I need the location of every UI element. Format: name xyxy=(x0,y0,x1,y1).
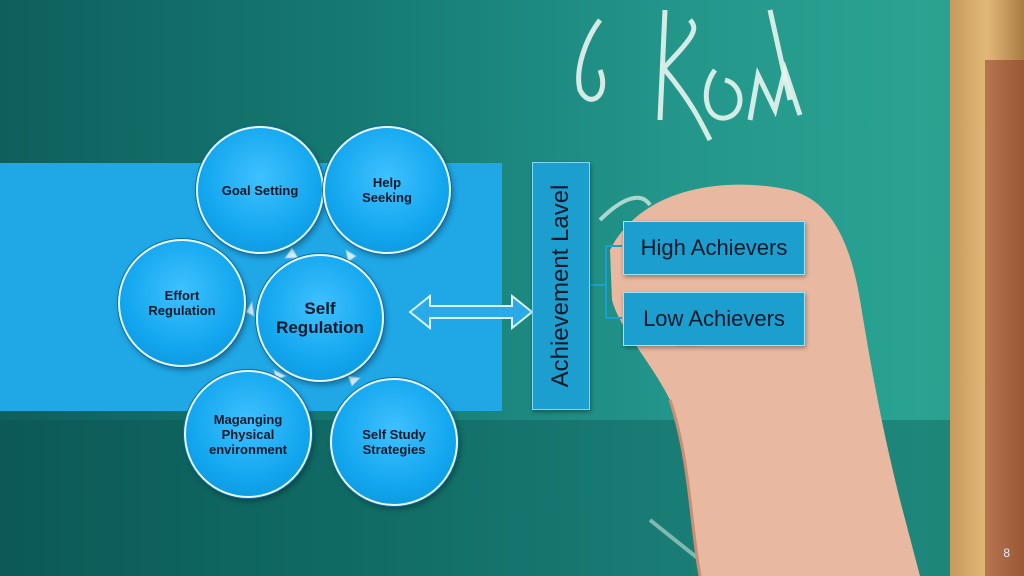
low-achievers-box: Low Achievers xyxy=(623,292,805,346)
page-number: 8 xyxy=(1003,546,1010,560)
node-goal-setting: Goal Setting xyxy=(196,126,324,254)
node-self-study-label: Self Study Strategies xyxy=(362,427,426,457)
low-achievers-label: Low Achievers xyxy=(643,306,785,331)
node-self-study: Self Study Strategies xyxy=(330,378,458,506)
node-managing-environment: Maganging Physical environment xyxy=(184,370,312,498)
node-effort-regulation-label: Effort Regulation xyxy=(148,288,216,318)
high-achievers-label: High Achievers xyxy=(640,235,788,260)
node-effort-regulation: Effort Regulation xyxy=(118,239,246,367)
node-self-regulation: Self Regulation xyxy=(256,254,384,382)
node-self-regulation-label: Self Regulation xyxy=(276,299,364,337)
achievement-level-box: Achievement Lavel xyxy=(532,162,590,410)
node-managing-environment-label: Maganging Physical environment xyxy=(208,411,287,457)
node-help-seeking-label: Help Seeking xyxy=(362,175,412,205)
node-goal-setting-label: Goal Setting xyxy=(221,182,299,198)
high-achievers-box: High Achievers xyxy=(623,221,805,275)
node-help-seeking: Help Seeking xyxy=(323,126,451,254)
achievement-level-label: Achievement Lavel xyxy=(547,184,574,388)
